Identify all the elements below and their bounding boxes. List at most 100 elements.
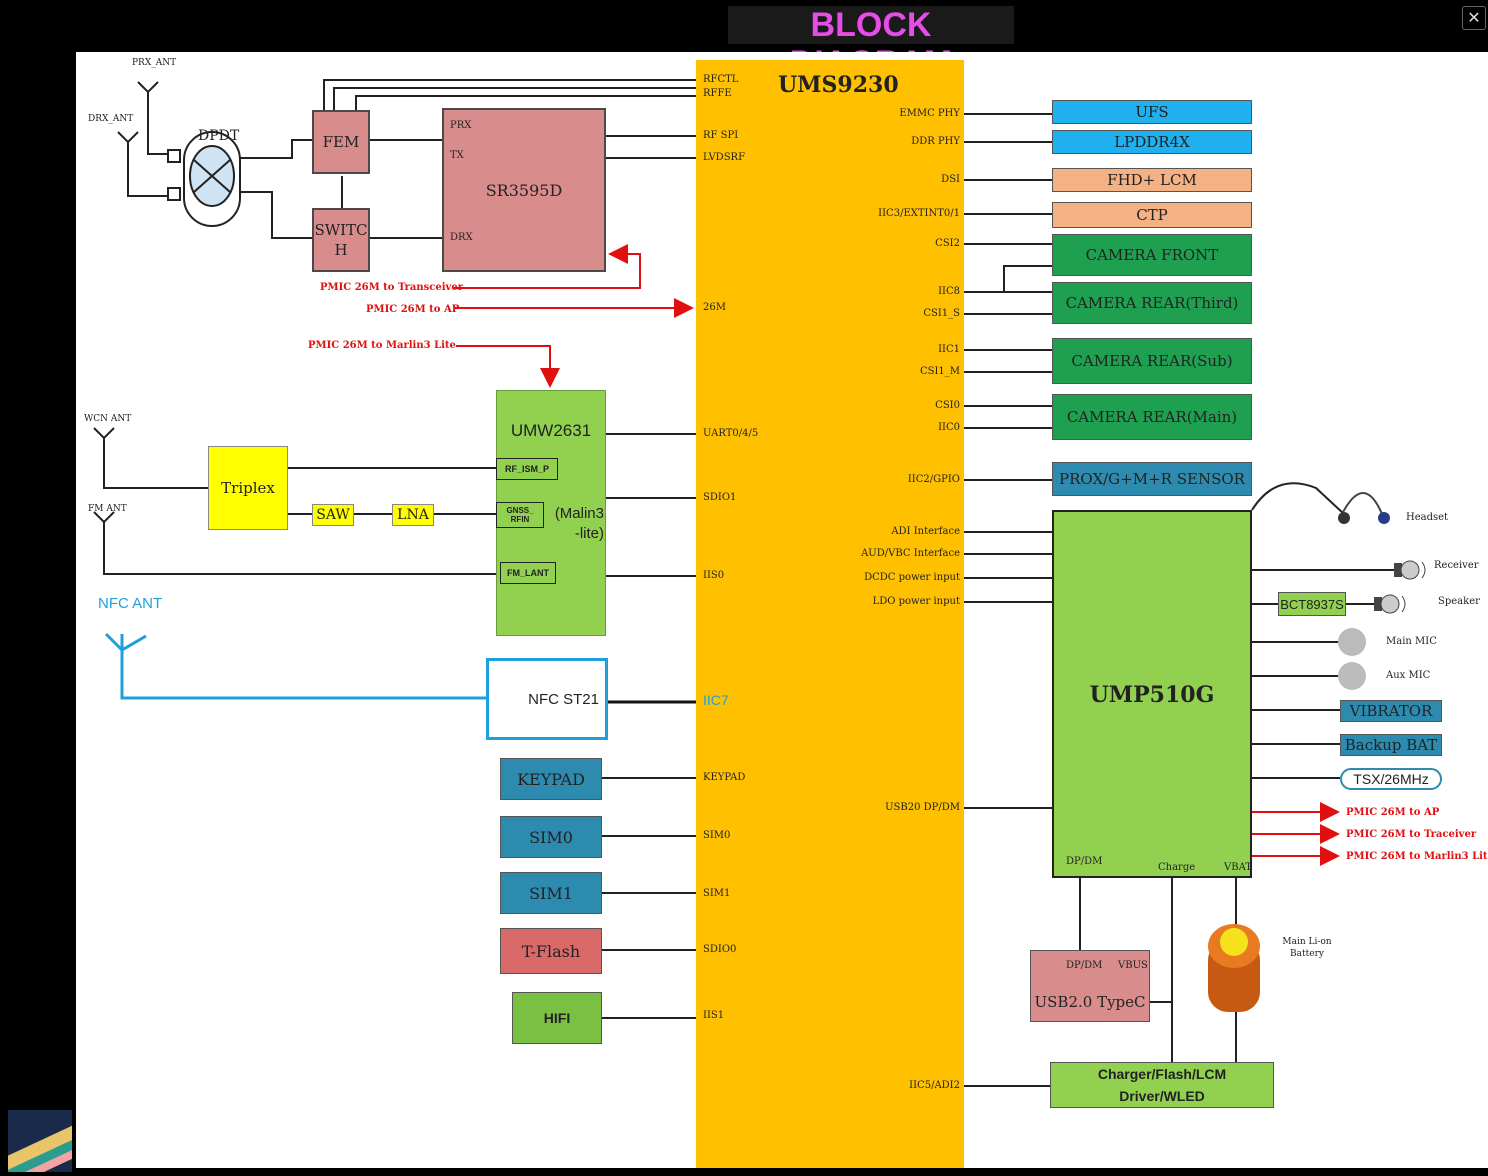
- amp-block: BCT8937S: [1278, 592, 1346, 616]
- pin-rffe: RFFE: [703, 88, 732, 99]
- ctp-block: CTP: [1052, 202, 1252, 228]
- speaker-icon: [1374, 594, 1406, 614]
- pin-dsi: DSI: [941, 174, 960, 185]
- nfc-ant-label: NFC ANT: [98, 595, 163, 612]
- pin-iic8: IIC8: [938, 286, 960, 297]
- keypad-block: KEYPAD: [500, 758, 602, 800]
- pmic-name: UMP510G: [1089, 682, 1215, 708]
- pin-uart: UART0/4/5: [703, 428, 759, 439]
- battery-icon: [1208, 924, 1260, 1012]
- pmic-pin-charge: Charge: [1158, 862, 1196, 873]
- receiver-label: Receiver: [1434, 560, 1479, 571]
- sensor-block: PROX/G+M+R SENSOR: [1052, 462, 1252, 496]
- camera-front-block: CAMERA FRONT: [1052, 234, 1252, 276]
- sim0-block: SIM0: [500, 816, 602, 858]
- aux-mic-icon: [1338, 662, 1366, 690]
- saw-block: SAW: [312, 504, 354, 526]
- tsx-block: TSX/26MHz: [1340, 768, 1442, 790]
- ufs-block: UFS: [1052, 100, 1252, 124]
- usb-pin-dpdm: DP/DM: [1066, 960, 1103, 971]
- pin-usb20: USB20 DP/DM: [885, 802, 960, 813]
- pin-26m: 26M: [703, 302, 726, 313]
- pin-iic7: IIC7: [703, 692, 729, 708]
- wcn-chip-name: UMW2631: [510, 421, 592, 440]
- hifi-block: HIFI: [512, 992, 602, 1044]
- close-icon[interactable]: ✕: [1462, 6, 1486, 30]
- aux-mic-label: Aux MIC: [1386, 670, 1431, 681]
- dpdt-switch: [167, 131, 241, 227]
- prx-ant-label: PRX_ANT: [132, 58, 177, 68]
- wcn-subtitle: (Malin3 -lite): [554, 505, 604, 542]
- pin-sdio1: SDIO1: [703, 492, 737, 503]
- camera-rear-sub-block: CAMERA REAR(Sub): [1052, 338, 1252, 384]
- pin-iis1: IIS1: [703, 1010, 725, 1021]
- camera-rear-third-block: CAMERA REAR(Third): [1052, 282, 1252, 324]
- pin-ldo: LDO power input: [872, 596, 960, 607]
- receiver-icon: [1394, 560, 1426, 580]
- switch-block: SWITC H: [312, 208, 370, 272]
- pin-rf-spi: RF SPI: [703, 130, 739, 141]
- wcn-ant-label: WCN ANT: [84, 414, 132, 424]
- pin-adi: ADI Interface: [891, 526, 960, 537]
- fm-ant-label: FM ANT: [88, 504, 127, 514]
- sim1-block: SIM1: [500, 872, 602, 914]
- pin-dcdc: DCDC power input: [864, 572, 960, 583]
- pin-iic3: IIC3/EXTINT0/1: [878, 208, 960, 219]
- trx-pin-tx: TX: [450, 150, 464, 161]
- pin-iic0: IIC0: [938, 422, 960, 433]
- diagram-canvas: UMS9230 RFCTL RFFE RF SPI LVDSRF 26M UAR…: [76, 52, 1488, 1168]
- usb-typec-block: USB2.0 TypeC: [1030, 950, 1150, 1022]
- pin-iic5-adi2: IIC5/ADI2: [909, 1080, 960, 1091]
- camera-rear-main-block: CAMERA REAR(Main): [1052, 394, 1252, 440]
- wcn-pin-fm-lant: FM_LANT: [500, 562, 556, 584]
- trx-pin-drx: DRX: [450, 232, 473, 243]
- fem-block: FEM: [312, 110, 370, 174]
- main-mic-icon: [1338, 628, 1366, 656]
- thumbnail-image: [8, 1110, 72, 1172]
- wcn-pin-gnss: GNSS_ RFIN: [496, 502, 544, 528]
- pin-csi1-m: CSI1_M: [919, 366, 960, 377]
- clock-label-marlin: PMIC 26M to Marlin3 Lite: [308, 340, 456, 351]
- pmic-pin-dpdm: DP/DM: [1066, 856, 1103, 867]
- nfc-chip-block: NFC ST21: [486, 658, 608, 740]
- clock-label-transceiver: PMIC 26M to Transceiver: [320, 282, 463, 293]
- pmic-block: UMP510G: [1052, 510, 1252, 878]
- pin-keypad: KEYPAD: [703, 772, 746, 783]
- wcn-pin-rf-ism: RF_ISM_P: [496, 458, 558, 480]
- page-title: BLOCK DIAGRAM: [728, 6, 1014, 82]
- pin-sim1: SIM1: [703, 888, 731, 899]
- pin-iic2-gpio: IIC2/GPIO: [907, 474, 960, 485]
- main-mic-label: Main MIC: [1386, 636, 1437, 647]
- backup-bat-block: Backup BAT: [1340, 734, 1442, 756]
- pin-sim0: SIM0: [703, 830, 731, 841]
- pin-emmc-phy: EMMC PHY: [899, 108, 960, 119]
- pin-csi1-s: CSI1_S: [923, 308, 960, 319]
- vibrator-block: VIBRATOR: [1340, 700, 1442, 722]
- drx-ant-label: DRX_ANT: [88, 114, 134, 124]
- pin-iic1: IIC1: [938, 344, 960, 355]
- pin-csi2: CSI2: [935, 238, 960, 249]
- battery-label: Main Li-on Battery: [1282, 937, 1332, 959]
- trx-pin-prx: PRX: [450, 120, 472, 131]
- speaker-label: Speaker: [1438, 596, 1480, 607]
- pmic-out-transceiver: PMIC 26M to Traceiver: [1346, 829, 1477, 840]
- usb-pin-vbus: VBUS: [1118, 960, 1148, 971]
- lcm-block: FHD+ LCM: [1052, 168, 1252, 192]
- transceiver-block: SR3595D: [442, 108, 606, 272]
- pin-sdio0: SDIO0: [703, 944, 737, 955]
- lpddr4x-block: LPDDR4X: [1052, 130, 1252, 154]
- lna-block: LNA: [392, 504, 434, 526]
- triplex-block: Triplex: [208, 446, 288, 530]
- charger-block: Charger/Flash/LCM Driver/WLED: [1050, 1062, 1274, 1108]
- connection-lines: [93, 79, 1426, 1087]
- headset-label: Headset: [1406, 512, 1449, 523]
- pin-lvdsrf: LVDSRF: [703, 152, 746, 163]
- pin-csi0: CSI0: [935, 400, 960, 411]
- pmic-pin-vbat: VBAT: [1224, 862, 1252, 873]
- pmic-out-marlin: PMIC 26M to Marlin3 Lite: [1346, 851, 1488, 862]
- pin-ddr-phy: DDR PHY: [911, 136, 960, 147]
- pmic-out-ap: PMIC 26M to AP: [1346, 807, 1440, 818]
- pin-iis0: IIS0: [703, 570, 725, 581]
- pin-aud-vbc: AUD/VBC Interface: [861, 548, 960, 559]
- clock-label-ap: PMIC 26M to AP: [366, 304, 460, 315]
